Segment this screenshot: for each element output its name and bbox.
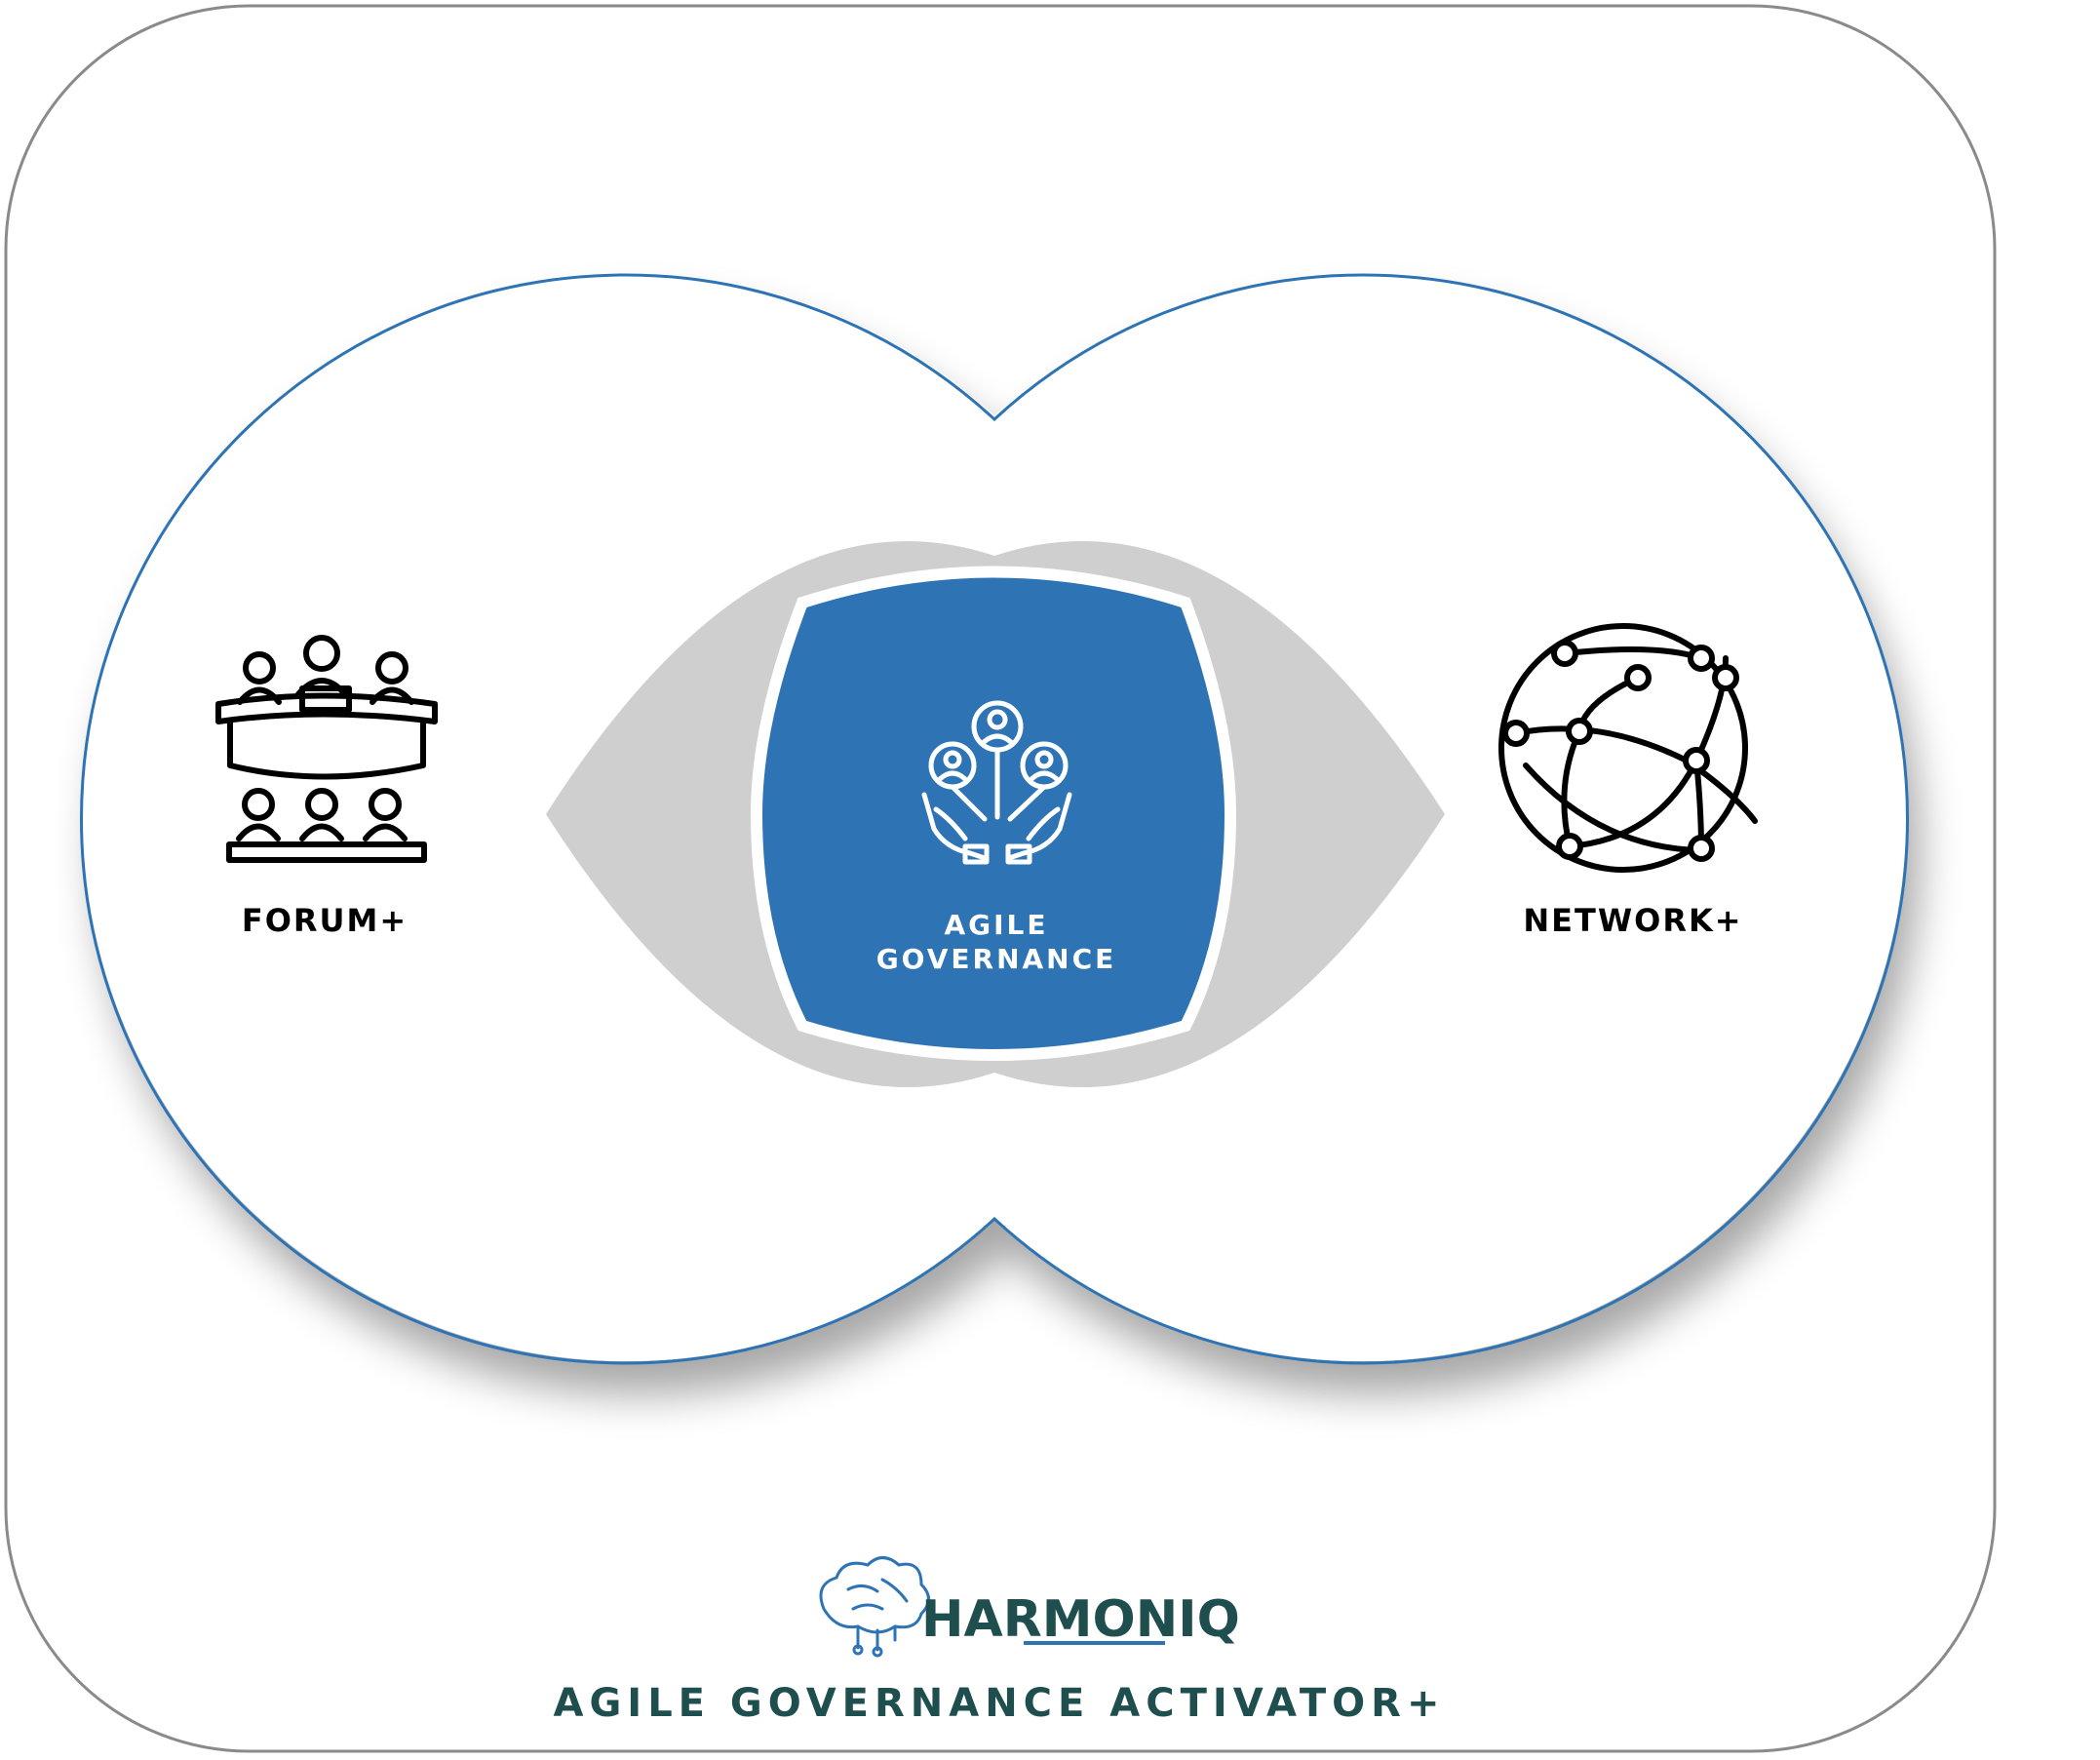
council-meeting-icon (215, 635, 438, 863)
brain-circuit-logo (819, 1556, 930, 1658)
left-node-label: FORUM+ (242, 902, 408, 939)
center-label-line1: AGILE (944, 909, 1048, 941)
community-hands-icon (921, 700, 1072, 865)
center-label-line2: GOVERNANCE (876, 943, 1117, 975)
right-node-label: NETWORK+ (1523, 902, 1742, 939)
venn-outline (79, 273, 1910, 1365)
globe-network-icon (1498, 623, 1758, 873)
brand-name: HARMONIQ (921, 1590, 1240, 1649)
footer-tagline: AGILE GOVERNANCE ACTIVATOR+ (554, 1681, 1446, 1726)
center-node (750, 566, 1237, 1061)
